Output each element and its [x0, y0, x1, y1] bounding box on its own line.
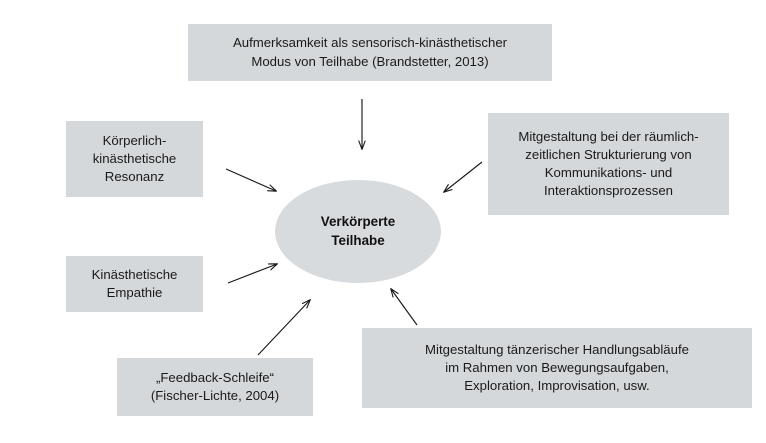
arrow-right-to-center: [444, 161, 483, 192]
node-kinaesthetische-empathie: Kinästhetische Empathie: [66, 256, 203, 312]
node-mitgestaltung-taenzerischer-handlungsablaeufe: Mitgestaltung tänzerischer Handlungsablä…: [362, 328, 752, 408]
arrow-left-upper-to-center: [225, 168, 276, 191]
arrow-bottom-left-to-center: [257, 300, 310, 356]
node-aufmerksamkeit-sensorisch-kinaesthetischer-modus: Aufmerksamkeit als sensorisch-kinästheti…: [188, 24, 552, 81]
node-koerperlich-kinaesthetische-resonanz: Körperlich- kinästhetische Resonanz: [66, 121, 203, 197]
node-mitgestaltung-raeumlich-zeitliche-strukturierung: Mitgestaltung bei der räumlich- zeitlich…: [488, 113, 729, 215]
arrow-left-lower-to-center: [227, 264, 277, 284]
arrow-bottom-right-to-center: [391, 289, 418, 326]
center-node-verkoerperte-teilhabe: Verkörperte Teilhabe: [275, 180, 441, 283]
node-feedback-schleife: „Feedback-Schleife“ (Fischer-Lichte, 200…: [117, 358, 313, 416]
